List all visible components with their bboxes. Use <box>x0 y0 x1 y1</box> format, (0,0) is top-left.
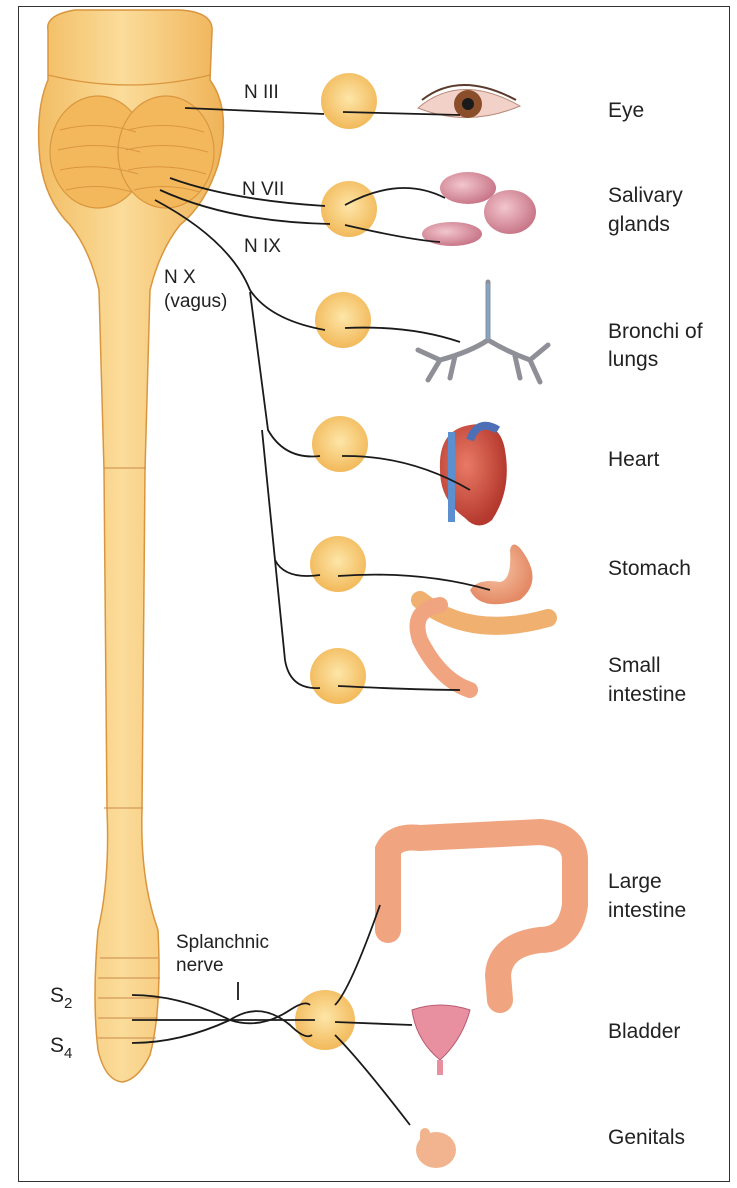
label-heart: Heart <box>608 448 660 471</box>
ganglion-small-intestine <box>310 648 366 704</box>
label-salivary-2: glands <box>608 213 670 236</box>
label-bladder: Bladder <box>608 1020 680 1043</box>
label-splanchnic-2: nerve <box>176 955 224 976</box>
label-n3: N III <box>244 82 279 103</box>
ganglia <box>295 73 377 1050</box>
label-n10: N X <box>164 267 196 288</box>
label-large-intestine-1: Large <box>608 870 662 893</box>
label-stomach: Stomach <box>608 557 691 580</box>
label-salivary-1: Salivary <box>608 184 683 207</box>
ganglion-bronchi <box>315 292 371 348</box>
label-large-intestine-2: intestine <box>608 899 686 922</box>
label-small-intestine-1: Small <box>608 654 661 677</box>
label-s2: S2 <box>50 984 72 1012</box>
label-vagus: (vagus) <box>164 291 227 312</box>
label-small-intestine-2: intestine <box>608 683 686 706</box>
label-n9: N IX <box>244 236 281 257</box>
eye-illustration <box>418 85 520 118</box>
label-genitals: Genitals <box>608 1126 685 1149</box>
label-s4-sub: 4 <box>64 1045 72 1062</box>
label-n7: N VII <box>242 179 284 200</box>
spinal-cord <box>39 10 224 1082</box>
label-s2-letter: S <box>50 984 64 1007</box>
ganglion-eye <box>321 73 377 129</box>
label-bronchi-1: Bronchi of <box>608 320 703 343</box>
ganglion-heart <box>312 416 368 472</box>
genitals-illustration <box>416 1128 456 1168</box>
bladder-illustration <box>412 1005 470 1075</box>
label-eye: Eye <box>608 99 644 122</box>
label-s2-sub: 2 <box>64 995 72 1012</box>
stomach-illustration <box>420 544 548 625</box>
large-intestine-illustration <box>388 832 575 1000</box>
ganglion-stomach <box>310 536 366 592</box>
label-s4-letter: S <box>50 1034 64 1057</box>
label-splanchnic-1: Splanchnic <box>176 932 269 953</box>
ganglion-salivary <box>321 181 377 237</box>
heart-illustration <box>440 424 507 525</box>
lungs-illustration <box>418 282 548 382</box>
label-bronchi-2: lungs <box>608 348 658 371</box>
salivary-glands-illustration <box>422 172 536 246</box>
label-s4: S4 <box>50 1034 72 1062</box>
